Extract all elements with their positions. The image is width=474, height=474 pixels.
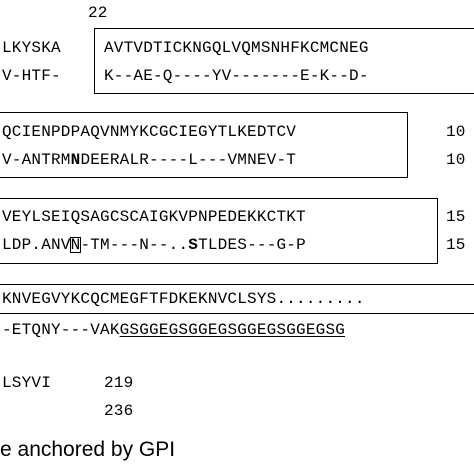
seq-block4-line2-pre: -ETQNY---VAK	[2, 321, 120, 339]
position-number-block2-line1: 10	[446, 123, 466, 141]
seq-block3-line2-mid: -TM---N--..	[80, 236, 189, 254]
seq-block2-line2-post: DEERALR----L---VMNEV-T	[80, 151, 297, 169]
block3-box	[0, 198, 438, 264]
seq-block4-underlined-repeat: GSGGEGSGGEGSGGEGSGGEGSG	[119, 321, 346, 339]
seq-block3-boxed-residue: N	[69, 236, 82, 254]
position-number-219: 219	[104, 374, 134, 392]
seq-block2-line1: QCIENPDPAQVNMYKCGCIEGYTLKEDTCV	[2, 123, 297, 141]
seq-block5-line1: LSYVI	[2, 374, 52, 392]
seq-block4-line2: -ETQNY---VAKGSGGEGSGGEGSGGEGSGGEGSG	[2, 321, 345, 339]
block1-box	[94, 28, 474, 94]
seq-block3-line2-bold-residue: S	[188, 236, 199, 254]
position-label-22: 22	[88, 4, 108, 22]
seq-block3-line2: LDP.ANVN-TM---N--..STLDES---G-P	[2, 236, 306, 254]
seq-block2-line2: V-ANTRMNDEERALR----L---VMNEV-T	[2, 151, 296, 169]
seq-block1-line2-boxed: K--AE-Q----YV-------E-K--D-	[104, 67, 369, 85]
block2-box	[0, 112, 408, 178]
position-number-block3-line2: 15	[446, 236, 466, 254]
position-number-block2-line2: 10	[446, 151, 466, 169]
seq-block1-line1-left: LKYSKA	[2, 39, 61, 57]
seq-block1-line1-boxed: AVTVDTICKNGQLVQMSNHFKCMCNEG	[104, 39, 369, 57]
block4-box	[0, 284, 474, 314]
seq-block3-line1: VEYLSEIQSAGCSCAIGKVPNPEDEKKCTKT	[2, 208, 306, 226]
position-number-block3-line1: 15	[446, 208, 466, 226]
seq-block2-line2-bold-residue: N	[70, 151, 81, 169]
seq-block2-line2-pre: V-ANTRM	[2, 151, 71, 169]
seq-block3-line2-pre: LDP.ANV	[2, 236, 71, 254]
seq-block4-line1: KNVEGVYKCQCMEGFTFDKEKNVCLSYS.........	[2, 290, 365, 308]
figure-caption: e anchored by GPI	[0, 438, 176, 461]
seq-block1-line2-left: V-HTF-	[2, 67, 61, 85]
seq-block3-line2-post: TLDES---G-P	[198, 236, 306, 254]
position-number-236: 236	[104, 402, 134, 420]
